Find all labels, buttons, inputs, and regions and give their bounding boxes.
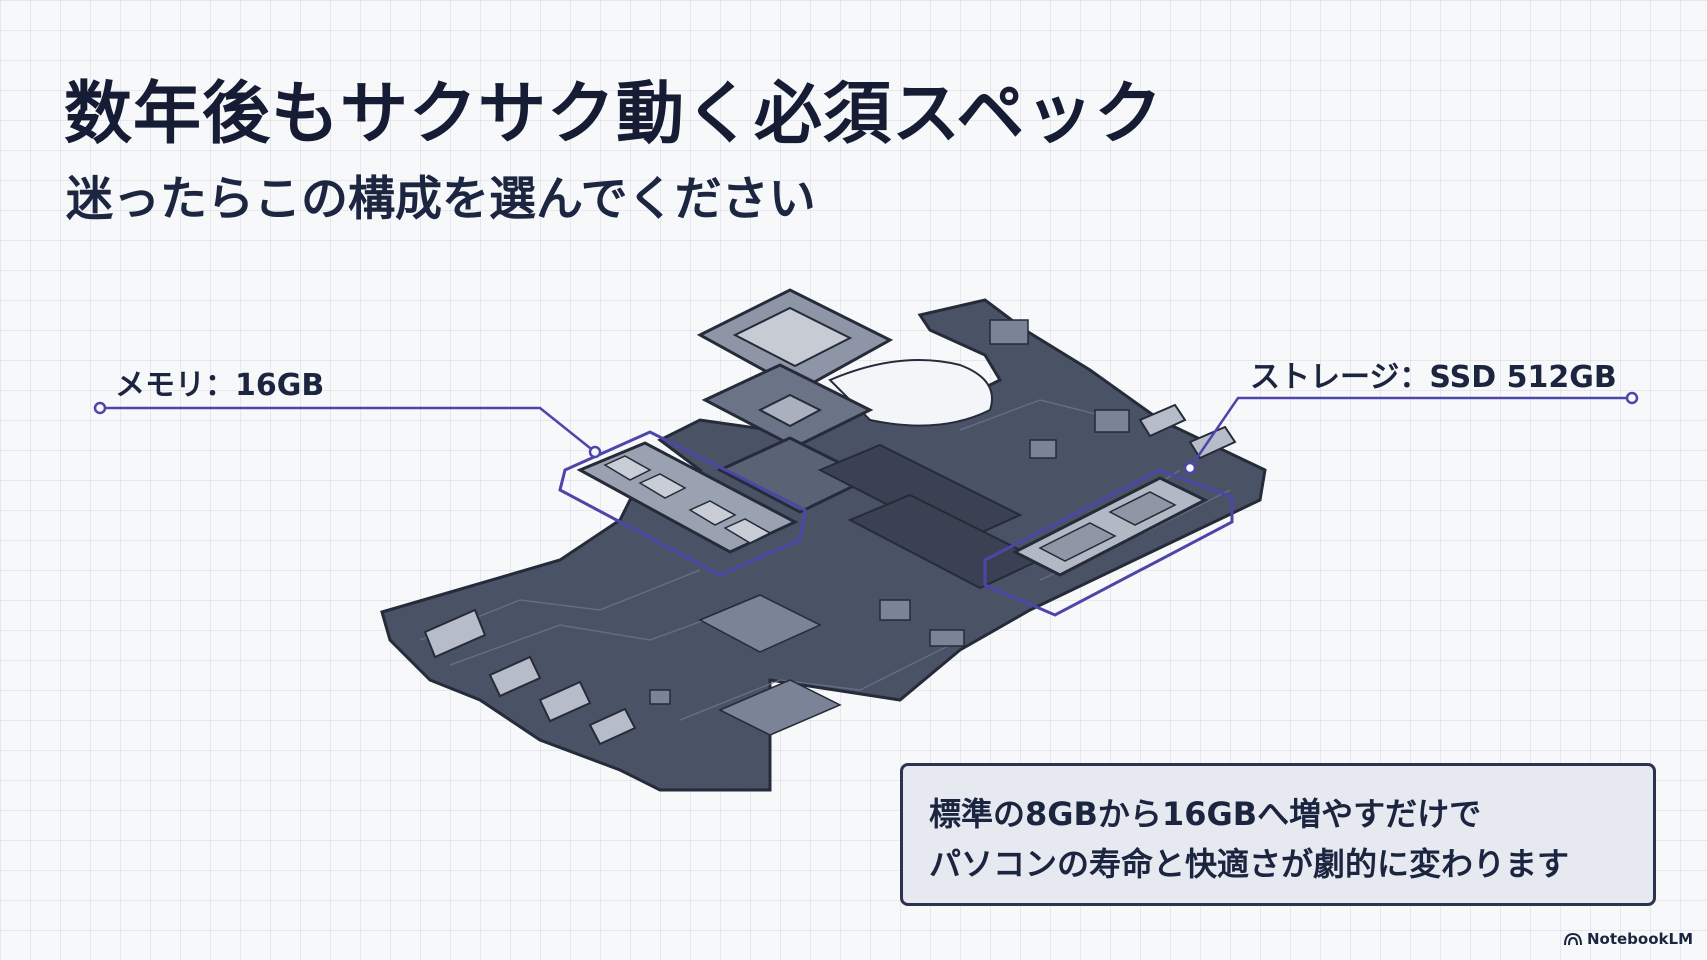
memory-callout-line (100, 406, 596, 453)
cpu-heatspreader (732, 306, 853, 368)
summary-note-line-1: 標準の8GBから16GBへ増やすだけで (929, 795, 1482, 833)
slide-subtitle: 迷ったらこの構成を選んでください (66, 172, 816, 227)
storage-callout-label: ストレージ：SSD 512GB (1250, 360, 1617, 395)
memory-callout-end-dot (93, 401, 107, 415)
memory-callout-anchor-dot (588, 445, 602, 459)
memory-chips (603, 455, 772, 544)
motherboard (380, 298, 1267, 792)
storage-callout-line (1188, 396, 1632, 469)
brand-watermark: NotebookLM (1563, 930, 1693, 948)
memory-callout-label: メモリ：16GB (115, 368, 325, 403)
brand-name: NotebookLM (1586, 930, 1693, 948)
memory-highlight-frame (558, 430, 807, 577)
ssd-chips (1038, 491, 1177, 562)
cpu-core (757, 393, 823, 428)
storage-callout-anchor-dot (1183, 461, 1197, 475)
notebooklm-logo-icon (1563, 932, 1582, 946)
slide-title: 数年後もサクサク動く必須スペック (64, 75, 1164, 154)
storage-callout-end-dot (1625, 391, 1639, 405)
ssd-highlight-frame (983, 468, 1234, 617)
summary-note-box: 標準の8GBから16GBへ増やすだけで パソコンの寿命と快適さが劇的に変わります (900, 763, 1656, 906)
board-components (649, 319, 1130, 736)
summary-note-line-2: パソコンの寿命と快適さが劇的に変わります (929, 845, 1570, 883)
